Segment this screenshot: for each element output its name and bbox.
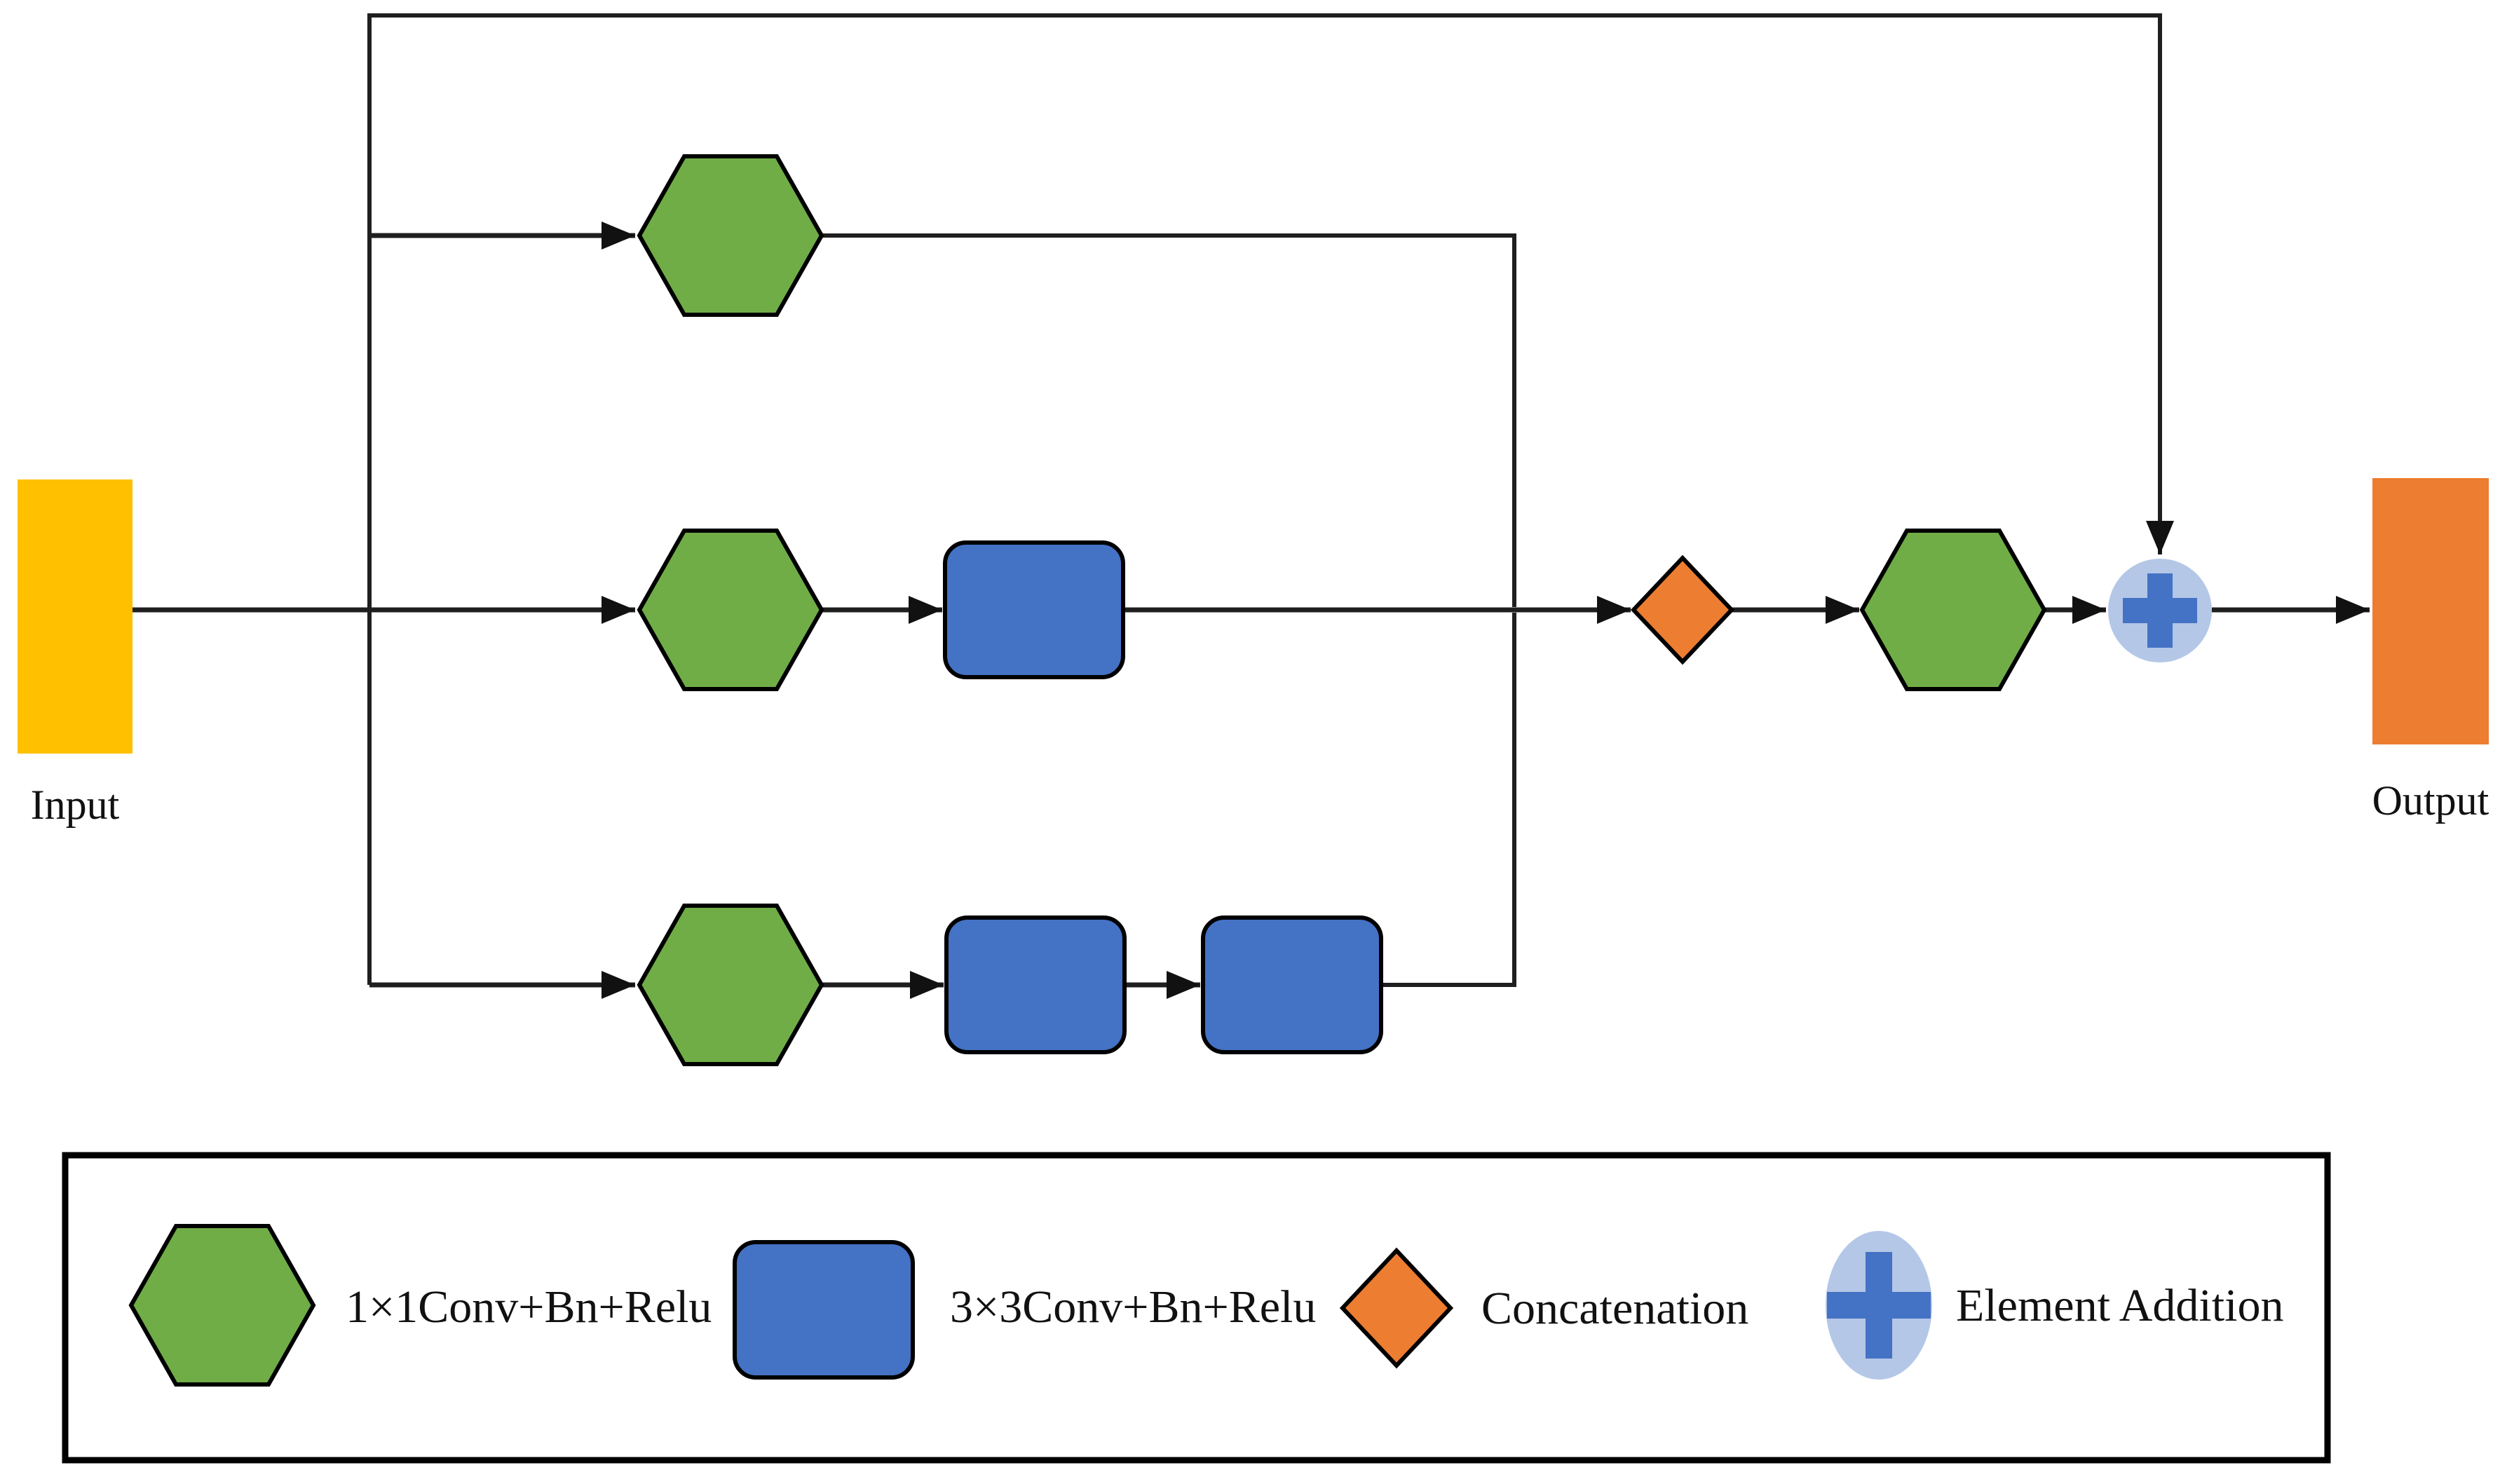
- conv1x1-hexagon-fusion: [1859, 529, 2047, 691]
- legend-item-label: Element Addition: [1956, 1280, 2283, 1331]
- legend-item-conv3x3: 3×3Conv+Bn+Relu: [733, 1240, 1316, 1380]
- diamond-icon: [1339, 1247, 1454, 1369]
- conv3x3-block-middle: [943, 540, 1125, 679]
- legend-item-label: Concatenation: [1481, 1283, 1748, 1334]
- legend-item-concatenation: Concatenation: [1339, 1247, 1748, 1369]
- conv3x3-block-bottom-1: [944, 915, 1127, 1054]
- plus-circle-icon: [1826, 1231, 1932, 1380]
- conv1x1-hexagon-middle: [637, 529, 824, 691]
- input-tensor: [18, 479, 133, 754]
- element-addition-node: [2108, 559, 2212, 662]
- connector-lines: [133, 13, 2370, 999]
- legend-item-element-addition: Element Addition: [1826, 1231, 2283, 1380]
- plus-icon: [1827, 1292, 1931, 1319]
- legend-item-conv1x1: 1×1Conv+Bn+Relu: [128, 1224, 712, 1387]
- hexagon-icon: [128, 1224, 316, 1387]
- plus-icon: [2123, 598, 2197, 623]
- top-branch-collect-line: [822, 233, 1516, 607]
- output-tensor: [2372, 478, 2489, 744]
- legend-border: [62, 1152, 2331, 1464]
- output-label: Output: [2372, 777, 2489, 824]
- legend-item-label: 1×1Conv+Bn+Relu: [346, 1281, 712, 1333]
- rounded-rect-icon: [733, 1240, 915, 1380]
- conv1x1-hexagon-bottom: [637, 904, 824, 1066]
- conv3x3-block-bottom-2: [1201, 915, 1383, 1054]
- input-label: Input: [31, 782, 120, 828]
- conv1x1-hexagon-top: [637, 154, 824, 317]
- diagram-nodes: Input Output: [18, 154, 2489, 1066]
- legend: 1×1Conv+Bn+Relu 3×3Conv+Bn+Relu Concaten…: [62, 1152, 2331, 1464]
- skip-connection-line: [367, 13, 2174, 985]
- concatenation-diamond: [1630, 554, 1735, 665]
- bottom-branch-collect-line: [1381, 613, 1516, 987]
- legend-item-label: 3×3Conv+Bn+Relu: [950, 1281, 1316, 1333]
